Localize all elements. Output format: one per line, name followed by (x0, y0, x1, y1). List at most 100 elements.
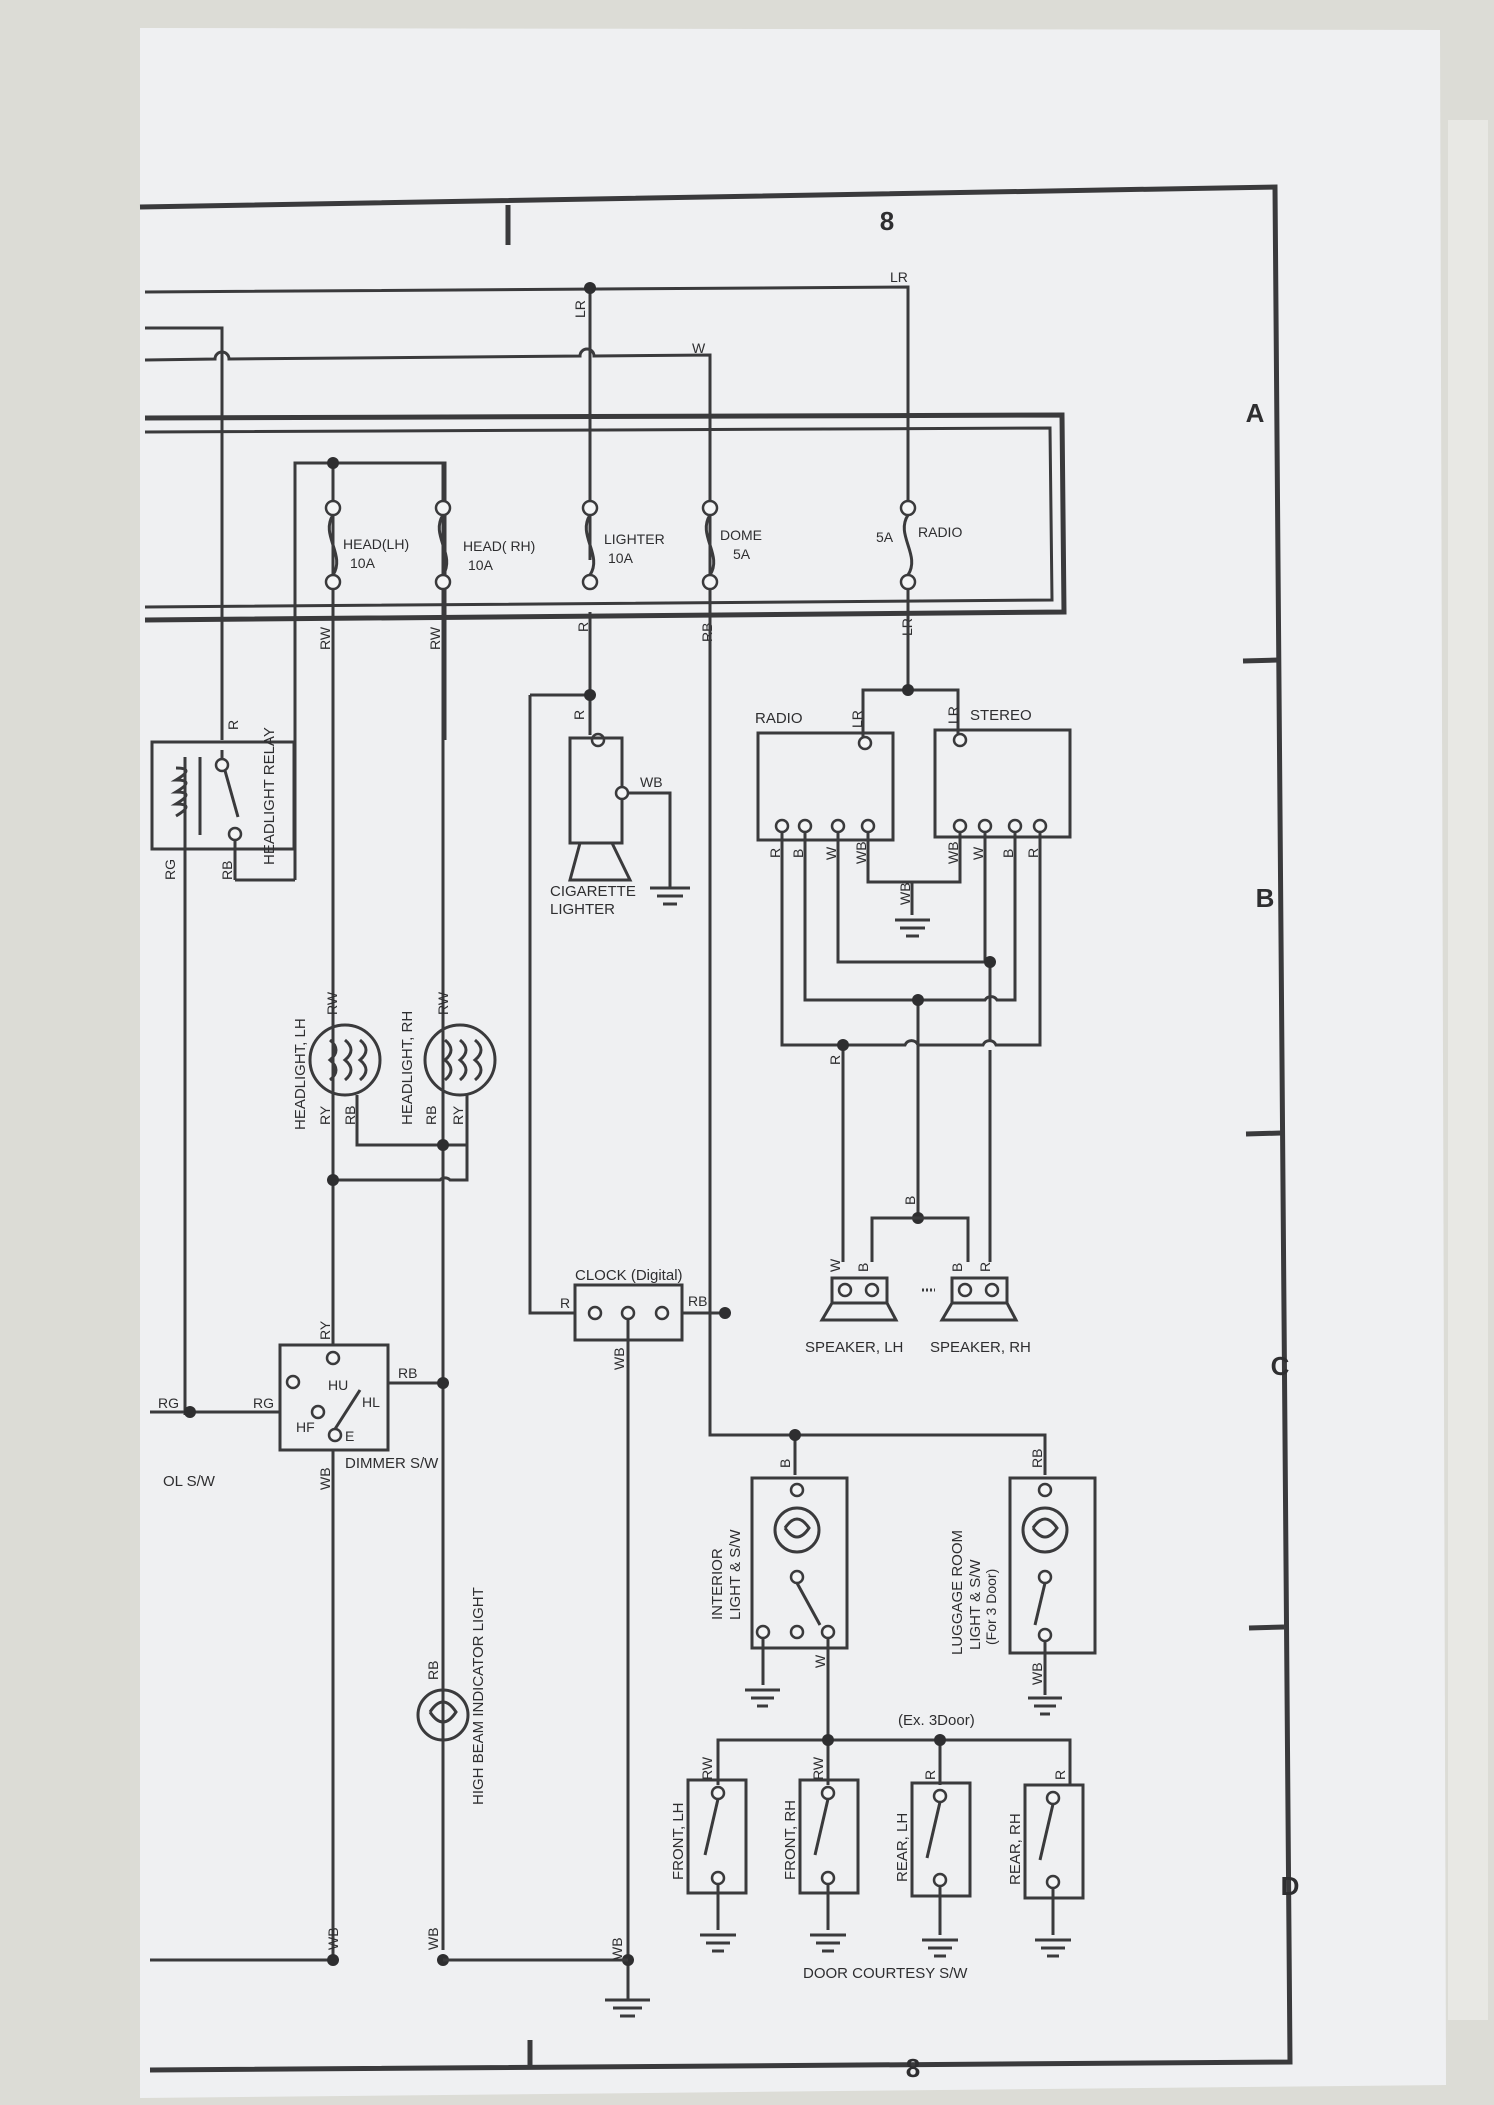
wire-code: RY (317, 1105, 333, 1125)
door-switch-rear-rh-label: REAR, RH (1007, 1813, 1024, 1885)
dimmer-terminal-hu: HU (328, 1377, 348, 1393)
wire-code: RW (427, 626, 443, 650)
dimmer-switch-label: DIMMER S/W (345, 1455, 439, 1472)
fuse-lighter-rating: 10A (608, 550, 634, 566)
fuse-head-rh-name: HEAD( RH) (463, 538, 535, 554)
wire-code: RW (317, 626, 333, 650)
interior-light-label-1: INTERIOR (709, 1548, 726, 1620)
wire-code: WB (425, 1927, 441, 1950)
zone-label-b: B (1256, 883, 1275, 913)
speaker-lh-label: SPEAKER, LH (805, 1339, 903, 1356)
cigarette-lighter-label-2: LIGHTER (550, 901, 615, 918)
fuse-radio-rating: 5A (876, 529, 894, 545)
paper-sheet (140, 28, 1446, 2098)
fuse-radio-name: RADIO (918, 524, 962, 540)
wire-code: WB (1029, 1662, 1045, 1685)
door-switch-front-lh-label: FRONT, LH (670, 1802, 687, 1880)
high-beam-indicator-light: RB HIGH BEAM INDICATOR LIGHT (416, 1587, 487, 1805)
door-switch-front-lh: FRONT, LH (670, 1778, 748, 1895)
wire-code: WB (853, 841, 869, 864)
zone-label-c: C (1271, 1351, 1290, 1381)
wire-code: WB (945, 841, 961, 864)
wire-code: R (977, 1262, 993, 1272)
zone-label-d: D (1281, 1871, 1300, 1901)
wire-code: W (812, 1654, 828, 1668)
dimmer-terminal-hl: HL (362, 1394, 380, 1410)
wire-code: LR (945, 706, 961, 724)
sheet-number-bottom: 8 (906, 2053, 920, 2083)
speaker-rh-label: SPEAKER, RH (930, 1339, 1031, 1356)
wire-code: RY (450, 1105, 466, 1125)
luggage-room-light-switch: LUGGAGE ROOM LIGHT & S/W (For 3 Door) (949, 1476, 1097, 1655)
wire-code: B (1000, 849, 1016, 858)
speaker-lh: W B SPEAKER, LH (805, 1258, 903, 1356)
door-switch-rear-rh: REAR, RH (1007, 1783, 1085, 1900)
fuse-box (144, 412, 1067, 623)
wire-code: R (560, 1295, 570, 1311)
cigarette-lighter-label-1: CIGARETTE (550, 883, 636, 900)
wire-code: B (790, 849, 806, 858)
sheet-number-top: 8 (880, 206, 894, 236)
high-beam-indicator-label: HIGH BEAM INDICATOR LIGHT (470, 1587, 487, 1805)
fuse-dome-name: DOME (720, 527, 762, 543)
headlight-lh-label: HEADLIGHT, LH (292, 1018, 309, 1130)
wire-code: RG (158, 1395, 179, 1411)
speaker-rh: B R SPEAKER, RH (930, 1262, 1031, 1356)
wire-code: RW (699, 1756, 715, 1780)
headlight-lh: HEADLIGHT, LH (292, 1018, 382, 1130)
wire-code: R (827, 1055, 843, 1065)
wire-code: RW (810, 1756, 826, 1780)
wire-code: R (767, 848, 783, 858)
door-courtesy-label: DOOR COURTESY S/W (803, 1965, 968, 1982)
fuse-head-lh-name: HEAD(LH) (343, 536, 409, 552)
luggage-light-label-2: LIGHT & S/W (967, 1559, 984, 1650)
wire-code: R (575, 622, 591, 632)
dimmer-terminal-hf: HF (296, 1419, 315, 1435)
wire-code: WB (897, 882, 913, 905)
door-switch-rear-lh-label: REAR, LH (894, 1813, 911, 1882)
wire-code: RG (253, 1395, 274, 1411)
wire-code: RB (398, 1365, 417, 1381)
wire-code: RB (1029, 1449, 1045, 1468)
wire-code: WB (317, 1467, 333, 1490)
fuse-head-rh-rating: 10A (468, 557, 494, 573)
control-switch-fragment: OL S/W (163, 1473, 216, 1490)
headlight-rh: HEADLIGHT, RH (399, 1011, 497, 1125)
headlight-rh-label: HEADLIGHT, RH (399, 1011, 416, 1125)
diagram-frame (139, 184, 1293, 2073)
wire-code: W (970, 846, 986, 860)
wire-code: W (692, 340, 706, 356)
wire-code: LR (890, 269, 908, 285)
stereo-label: STEREO (970, 707, 1032, 724)
wire-code: R (922, 1770, 938, 1780)
headlight-relay-label: HEADLIGHT RELAY (261, 727, 278, 865)
interior-light-switch: INTERIOR LIGHT & S/W (709, 1476, 849, 1650)
fuse-head-lh: HEAD(LH) 10A (324, 499, 409, 591)
wire-code: RB (342, 1106, 358, 1125)
clock-digital: CLOCK (Digital) (573, 1267, 684, 1342)
wire-code: LR (572, 300, 588, 318)
wire-code: RY (317, 1320, 333, 1340)
fuse-head-rh: HEAD( RH) 10A (434, 499, 535, 591)
wire-code: WB (611, 1347, 627, 1370)
wire-code: RW (324, 991, 340, 1015)
wire-code: RB (699, 623, 715, 642)
wire-code: WB (325, 1927, 341, 1950)
wire-code: WB (640, 774, 663, 790)
interior-light-label-2: LIGHT & S/W (727, 1529, 744, 1620)
wire-code: R (1052, 1770, 1068, 1780)
cigarette-lighter: R WB CIGARETTE LIGHTER (530, 612, 690, 918)
luggage-light-label-1: LUGGAGE ROOM (949, 1530, 966, 1655)
wire-code: RB (688, 1293, 707, 1309)
fuse-radio: RADIO 5A (876, 463, 962, 591)
wire-code: RG (162, 859, 178, 880)
zone-label-a: A (1246, 398, 1265, 428)
ex-3door-label: (Ex. 3Door) (898, 1712, 975, 1729)
door-switch-front-rh-label: FRONT, RH (782, 1800, 799, 1880)
stereo-unit: STEREO (933, 707, 1072, 839)
fuse-dome-rating: 5A (733, 546, 751, 562)
wire-code: B (949, 1263, 965, 1272)
fuse-dome: DOME 5A (701, 499, 762, 591)
clock-label: CLOCK (Digital) (575, 1267, 683, 1284)
